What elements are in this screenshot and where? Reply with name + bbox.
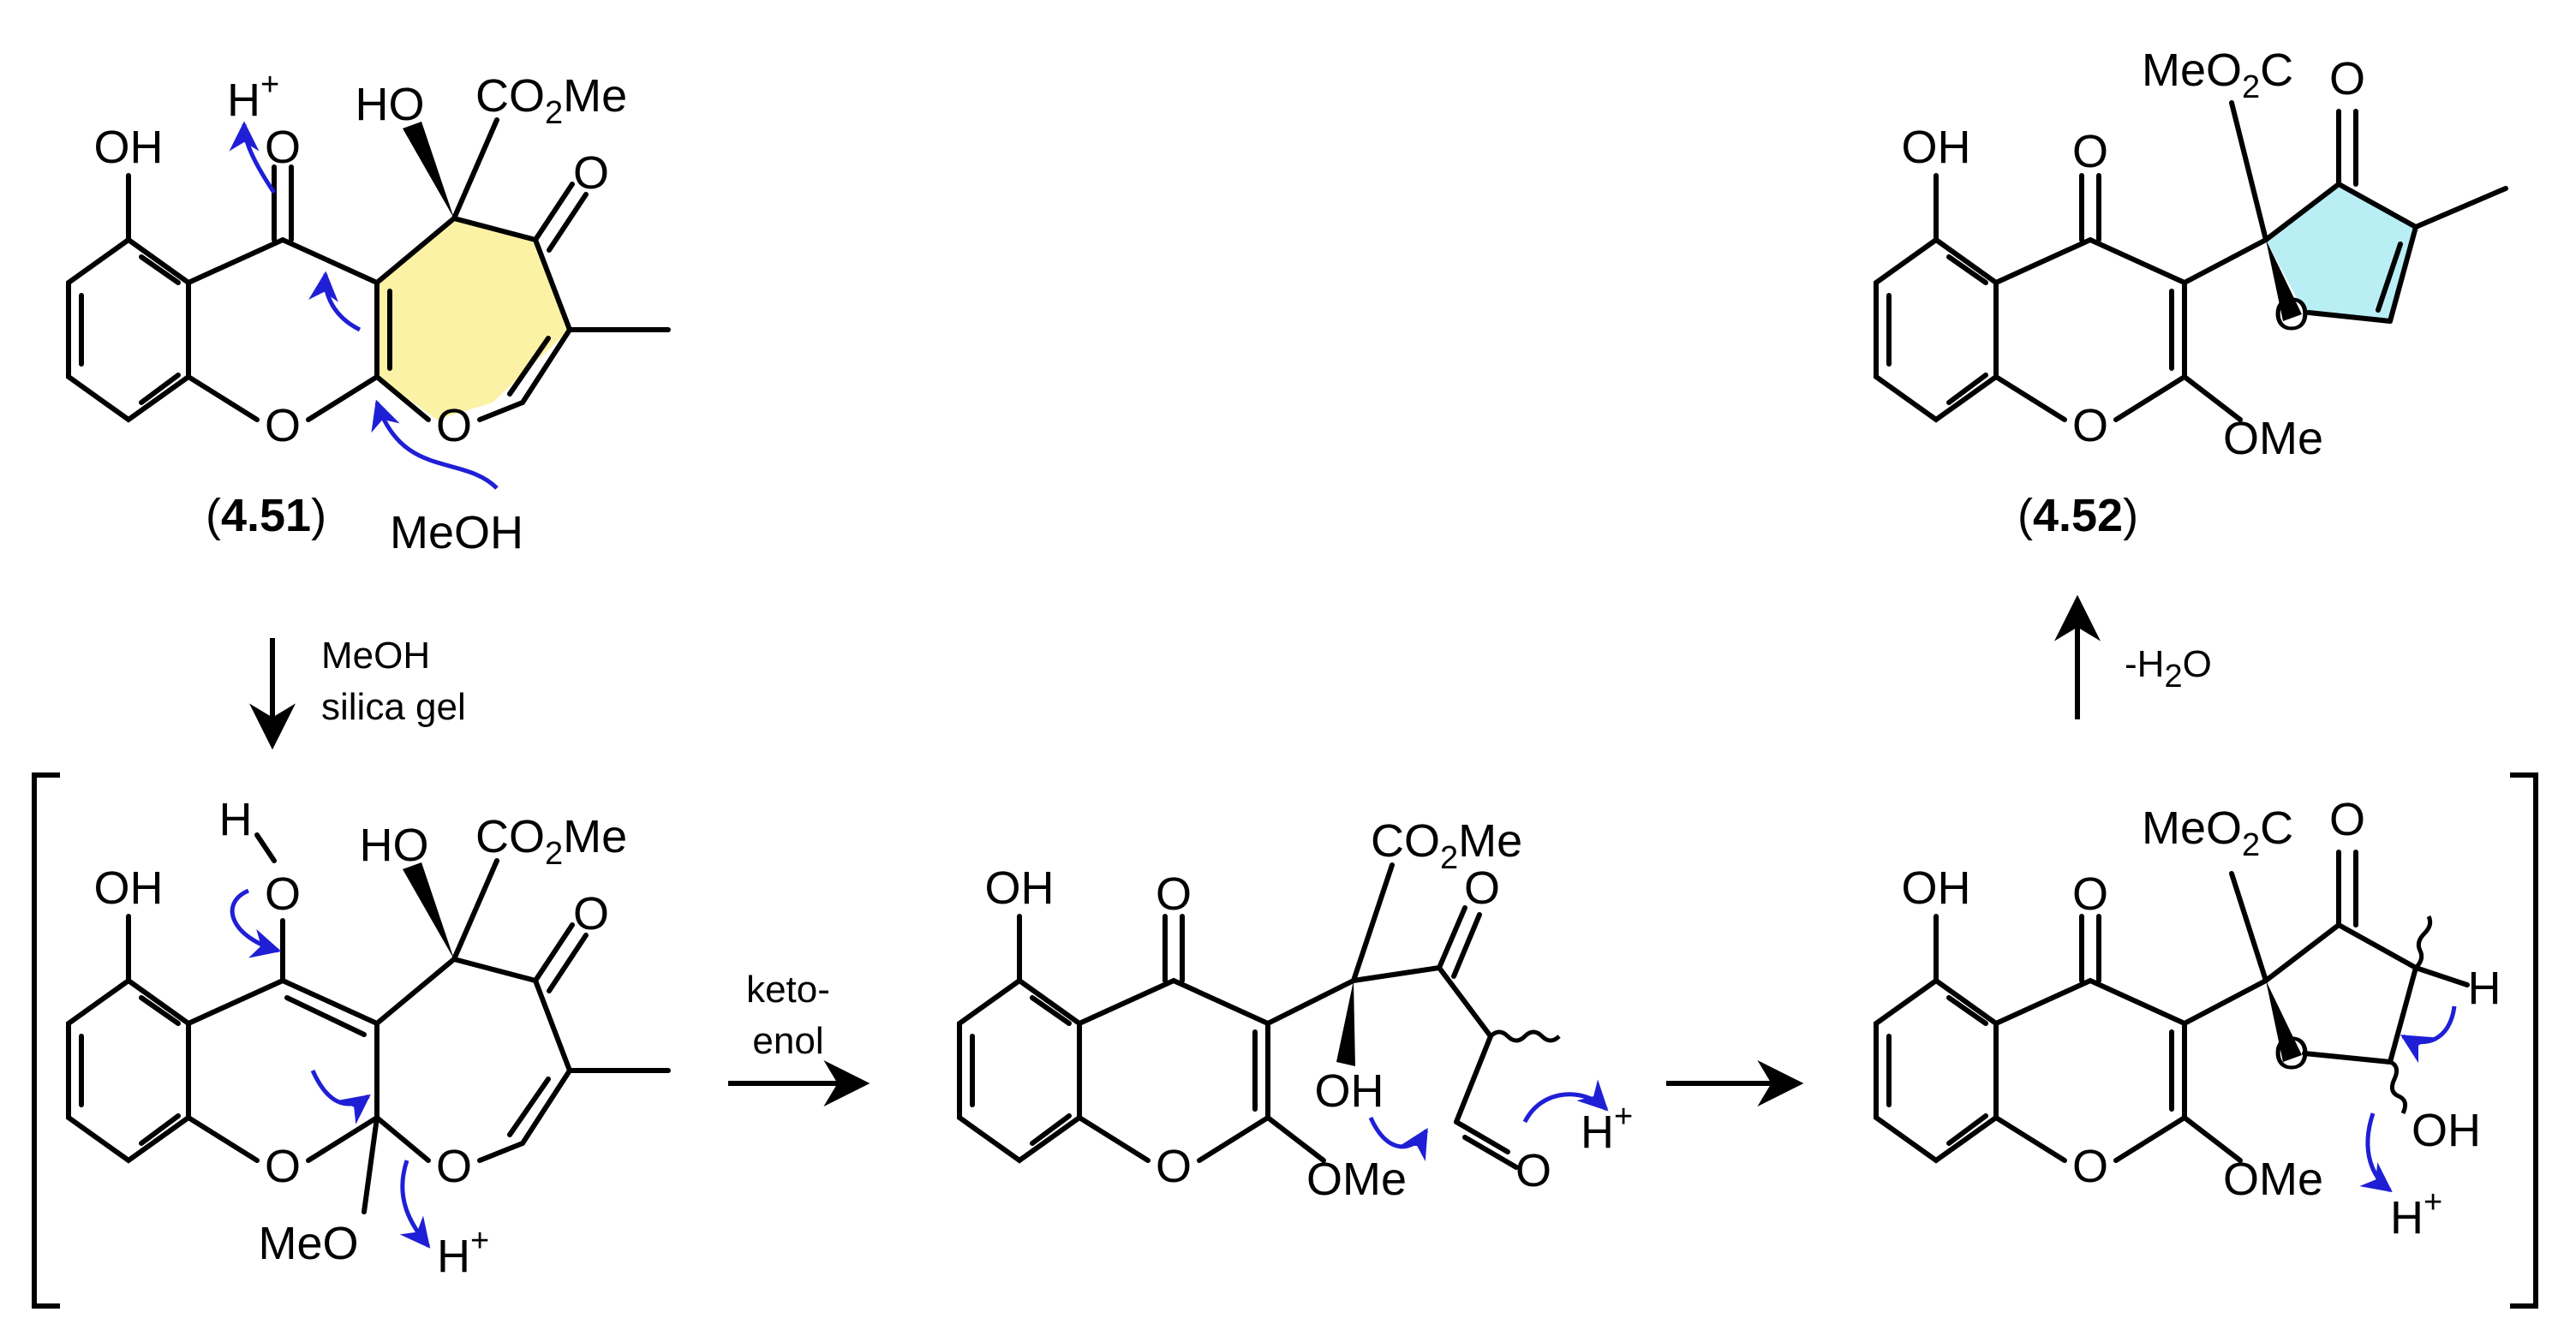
svg-text:MeOH: MeOH (390, 507, 523, 558)
svg-text:MeO: MeO (258, 1218, 358, 1269)
svg-text:OH: OH (2412, 1105, 2481, 1156)
svg-text:OMe: OMe (1306, 1154, 1407, 1205)
svg-text:O: O (2329, 53, 2365, 104)
svg-text:OH: OH (985, 862, 1055, 914)
svg-text:O: O (265, 122, 301, 173)
svg-text:OMe: OMe (2223, 413, 2323, 464)
svg-text:H+: H+ (437, 1223, 489, 1282)
svg-text:H: H (2468, 963, 2501, 1014)
svg-text:O: O (573, 147, 609, 199)
svg-text:O: O (436, 1141, 472, 1192)
compound-4-51-labels: OH O O O O HO CO2Me H+ MeOH (4.51) (94, 67, 628, 558)
svg-text:O: O (1464, 862, 1500, 914)
svg-text:O: O (2072, 126, 2108, 177)
svg-text:O: O (265, 1141, 301, 1192)
svg-text:H+: H+ (227, 67, 279, 126)
svg-text:CO2Me: CO2Me (475, 70, 627, 131)
svg-text:O: O (2072, 400, 2108, 451)
furanone-ring-highlight (2266, 184, 2416, 321)
svg-text:O: O (1156, 868, 1192, 920)
svg-text:CO2Me: CO2Me (1371, 815, 1522, 876)
svg-text:O: O (573, 888, 609, 939)
svg-text:OH: OH (94, 122, 164, 173)
intermediate-open-chain-structure (957, 862, 1519, 1170)
svg-text:O: O (2274, 1028, 2310, 1079)
svg-text:keto-: keto- (746, 969, 830, 1011)
compound-4-52-structure (1874, 100, 2508, 423)
left-bracket (32, 772, 60, 1309)
svg-text:O: O (265, 868, 301, 920)
svg-text:H+: H+ (1581, 1099, 1633, 1158)
right-bracket (2510, 772, 2538, 1309)
intermediate-hemiacetal-electron-arrows (2359, 1005, 2457, 1193)
svg-text:OH: OH (1902, 122, 1971, 173)
svg-text:O: O (2072, 1141, 2108, 1192)
svg-text:O: O (1515, 1145, 1551, 1196)
svg-text:O: O (2072, 868, 2108, 920)
svg-text:(4.52): (4.52) (2017, 490, 2138, 541)
svg-text:O: O (1156, 1141, 1192, 1192)
svg-text:O: O (265, 400, 301, 451)
intermediate-hemiacetal-structure (1874, 850, 2470, 1164)
svg-text:HO: HO (356, 79, 425, 130)
svg-text:MeO2C: MeO2C (2142, 45, 2293, 105)
svg-text:H+: H+ (2390, 1184, 2442, 1244)
intermediate-hemiacetal-labels: OH O O OMe MeO2C O O H OH H+ (1902, 794, 2501, 1244)
svg-text:silica gel: silica gel (321, 686, 466, 728)
svg-text:OH: OH (94, 862, 164, 914)
compound-4-51-electron-arrows (229, 121, 499, 490)
compound-4-51-structure (66, 117, 671, 423)
compound-4-52-labels: OH O O OMe MeO2C O O (4.52) (1902, 45, 2366, 541)
intermediate-hemiketal-labels: OH O H O O O HO CO2Me MeO H+ (94, 794, 628, 1282)
intermediate-hemiketal-electron-arrows (230, 888, 431, 1249)
svg-text:enol: enol (752, 1020, 823, 1062)
svg-text:OH: OH (1902, 862, 1971, 914)
svg-text:O: O (2329, 794, 2365, 845)
oxepine-ring-highlight (377, 218, 570, 420)
svg-text:O: O (436, 400, 472, 451)
svg-text:H: H (219, 794, 253, 845)
intermediate-hemiketal-structure (66, 832, 671, 1214)
svg-text:MeO2C: MeO2C (2142, 802, 2293, 863)
svg-text:OMe: OMe (2223, 1154, 2323, 1205)
svg-text:HO: HO (360, 820, 429, 871)
svg-text:MeOH: MeOH (321, 635, 430, 677)
svg-text:O: O (2274, 289, 2310, 340)
svg-text:OH: OH (1315, 1065, 1384, 1117)
intermediate-open-chain-electron-arrows (1368, 1079, 1609, 1162)
svg-text:(4.51): (4.51) (206, 490, 326, 541)
svg-text:CO2Me: CO2Me (475, 811, 627, 872)
intermediate-open-chain-labels: OH O O OMe CO2Me O OH O H+ (985, 815, 1634, 1205)
svg-text:-H2O: -H2O (2125, 643, 2212, 695)
